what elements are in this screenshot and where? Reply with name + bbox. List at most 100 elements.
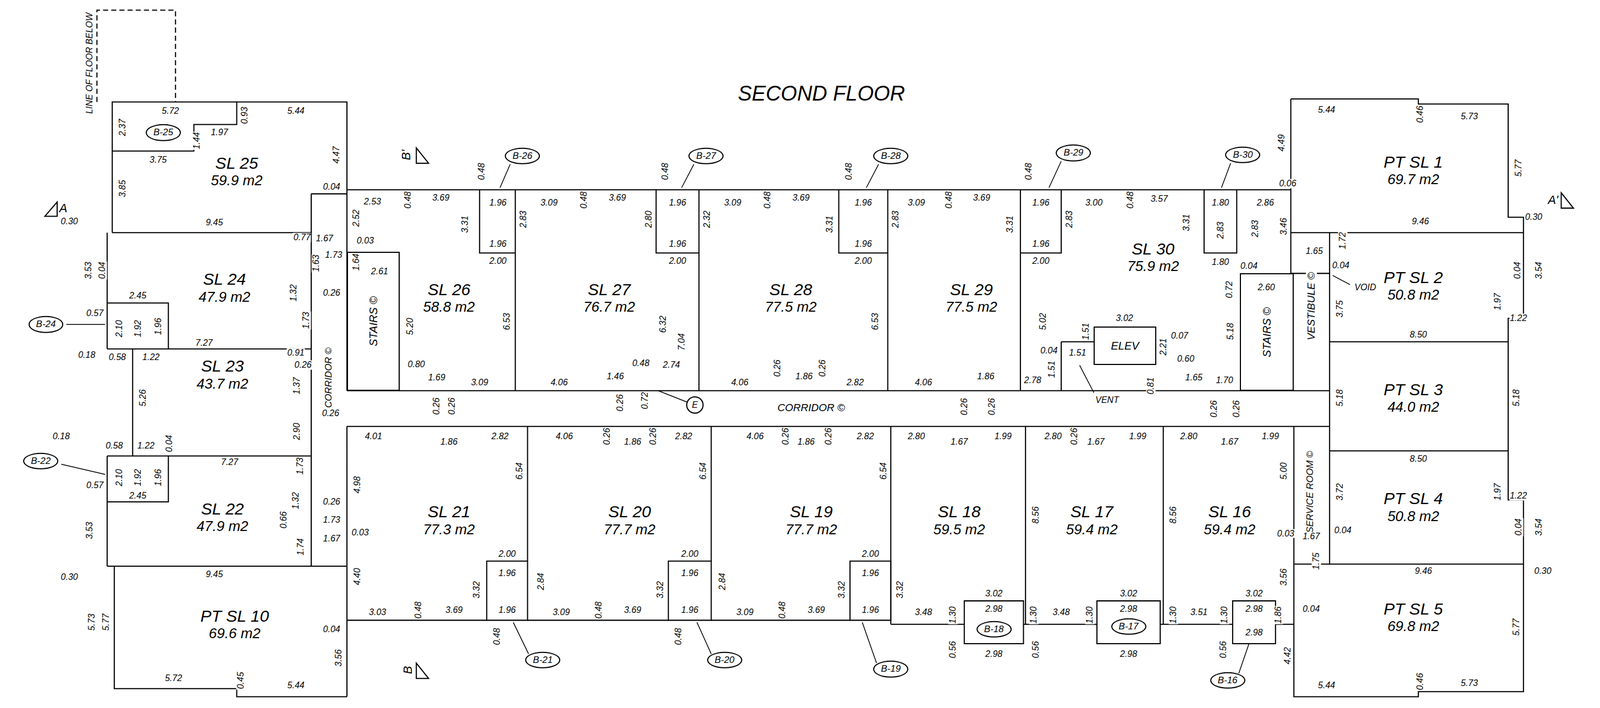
dimension-label: 3.72	[1334, 482, 1345, 501]
dimension-label: 0.26	[294, 360, 313, 371]
unit-label: SL 2177.3 m2	[423, 502, 476, 538]
dimension-label: 1.80	[1211, 198, 1230, 208]
dimension-label: 0.80	[407, 359, 426, 369]
callout-circle	[686, 396, 704, 414]
unit-label: SL 2247.9 m2	[196, 499, 249, 535]
dimension-label: 3.32	[895, 580, 905, 599]
plan-label: A	[58, 201, 69, 215]
dimension-label: 1.96	[668, 239, 687, 249]
unit-area: 69.7 m2	[1383, 171, 1443, 189]
dimension-label: 2.98	[1119, 604, 1138, 615]
balcony-number: B-28	[880, 150, 901, 162]
dimension-label: 2.61	[370, 266, 389, 277]
balcony-tag: B-28	[873, 147, 909, 165]
dimension-label: 1.67	[322, 533, 341, 544]
dimension-label: 1.96	[668, 198, 687, 208]
dimension-label: 1.30	[1168, 606, 1179, 625]
unit-number: SL 26	[423, 280, 476, 300]
unit-area: 43.7 m2	[196, 375, 249, 393]
room-name: STAIRS ©	[367, 296, 380, 347]
balcony-tag: B-24	[28, 316, 64, 333]
dimension-label: 2.10	[114, 319, 125, 338]
dimension-label: 3.31	[824, 215, 835, 234]
unit-label: PT SL 569.8 m2	[1383, 599, 1443, 636]
dimension-label: 0.26	[648, 427, 658, 446]
unit-area: 59.4 m2	[1203, 521, 1256, 539]
dimension-label: 5.44	[1317, 681, 1336, 691]
plan-label: VESTIBULE ©	[1305, 271, 1317, 341]
dimension-label: 8.56	[1168, 506, 1179, 525]
balcony-number: B-24	[36, 318, 57, 330]
dimension-label: 1.86	[976, 371, 995, 382]
dimension-label: 0.26	[1209, 400, 1219, 419]
unit-label: SL 1759.4 m2	[1066, 502, 1118, 538]
dimension-label: 8.56	[1030, 506, 1041, 525]
dimension-label: 0.26	[817, 359, 827, 378]
dimension-label: 1.92	[133, 468, 143, 487]
room-name: STAIRS ©	[1260, 307, 1274, 358]
dimension-label: 4.40	[352, 567, 362, 586]
dimension-label: 1.67	[1220, 437, 1239, 447]
dimension-label: 3.48	[914, 607, 933, 617]
dimension-label: 2.80	[644, 210, 654, 229]
plan-label: CORRIDOR ©	[776, 402, 846, 414]
unit-area: 59.9 m2	[211, 172, 263, 190]
room-name: ELEV	[1111, 339, 1140, 353]
dimension-label: 6.32	[658, 315, 669, 334]
dimension-label: 2.98	[1244, 604, 1263, 615]
plan-label: E	[691, 400, 699, 410]
dimension-label: 0.91	[287, 348, 306, 358]
unit-area: 69.6 m2	[200, 625, 270, 643]
dimension-label: 5.20	[405, 317, 416, 336]
unit-number: SL 21	[423, 502, 476, 522]
dimension-label: 1.86	[623, 437, 642, 447]
unit-area: 77.3 m2	[423, 521, 476, 539]
dimension-label: 3.09	[907, 198, 926, 208]
dimension-label: 0.04	[1333, 526, 1353, 536]
dimension-label: 9.45	[205, 569, 224, 579]
dimension-label: 1.44	[192, 131, 202, 151]
wall-lines	[346, 189, 1330, 427]
dimension-label: 0.48	[1126, 190, 1136, 209]
unit-area: 77.7 m2	[603, 521, 656, 539]
dimension-label: 4.98	[352, 475, 362, 494]
unit-number: PT SL 10	[200, 607, 270, 627]
dimension-label: 1.96	[488, 239, 507, 249]
dimension-label: 0.18	[77, 350, 96, 360]
dimension-label: 2.00	[680, 549, 699, 559]
dimension-label: 1.30	[1220, 606, 1230, 625]
unit-number: PT SL 4	[1383, 489, 1443, 509]
unit-number: SL 30	[1127, 239, 1179, 259]
balcony-number: B-29	[1063, 147, 1084, 159]
balcony-number: B-30	[1232, 149, 1253, 161]
balcony-number: B-21	[532, 654, 553, 666]
dimension-label: 0.04	[164, 434, 175, 454]
balcony-number: B-27	[696, 150, 716, 162]
dimension-label: 3.32	[471, 580, 482, 599]
leader-line	[61, 161, 1350, 674]
dimension-label: 0.45	[236, 671, 246, 690]
dimension-label: 6.53	[870, 312, 881, 331]
unit-area: 75.9 m2	[1127, 258, 1179, 275]
dimension-label: 3.69	[972, 193, 991, 203]
dimension-label: 1.96	[861, 569, 880, 579]
dimension-label: 0.26	[1232, 400, 1242, 419]
dimension-label: 3.54	[1534, 518, 1544, 537]
dimension-label: 1.96	[853, 239, 873, 249]
balcony-tag: B-20	[707, 652, 743, 669]
dimension-label: 0.48	[578, 190, 589, 209]
dimension-label: 0.07	[1170, 330, 1189, 341]
dimension-label: 0.26	[781, 427, 791, 446]
dimension-label: 6.54	[514, 462, 524, 481]
unit-area: 59.5 m2	[933, 521, 986, 539]
unit-area: 58.8 m2	[423, 299, 476, 316]
dimension-label: 3.02	[1244, 589, 1263, 599]
dimension-label: 4.01	[364, 432, 383, 442]
dimension-label: 2.98	[984, 649, 1003, 659]
unit-area: 77.7 m2	[785, 521, 837, 539]
dimension-label: 0.57	[85, 481, 104, 491]
dimension-label: 9.45	[205, 217, 224, 228]
dimension-label: 3.09	[735, 607, 754, 617]
dimension-label: 3.02	[1115, 313, 1134, 324]
